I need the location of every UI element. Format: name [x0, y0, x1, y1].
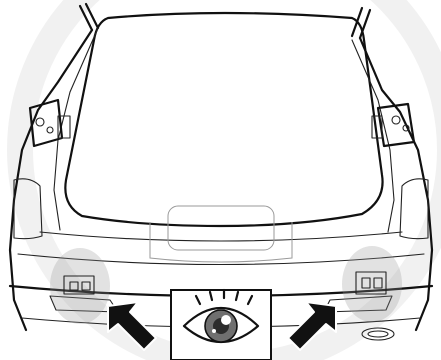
license-recess	[150, 222, 292, 262]
license-plate-area	[168, 206, 274, 250]
right-tailgate-strut	[352, 8, 370, 38]
left-lamp-highlight	[50, 248, 110, 324]
eye-icon	[171, 290, 271, 360]
tailgate-outline	[65, 13, 382, 226]
exhaust-pipe-inner	[368, 331, 388, 337]
rear-panel-upper	[40, 232, 402, 241]
right-lamp-highlight	[342, 246, 402, 322]
left-hinge-bracket	[30, 100, 70, 146]
